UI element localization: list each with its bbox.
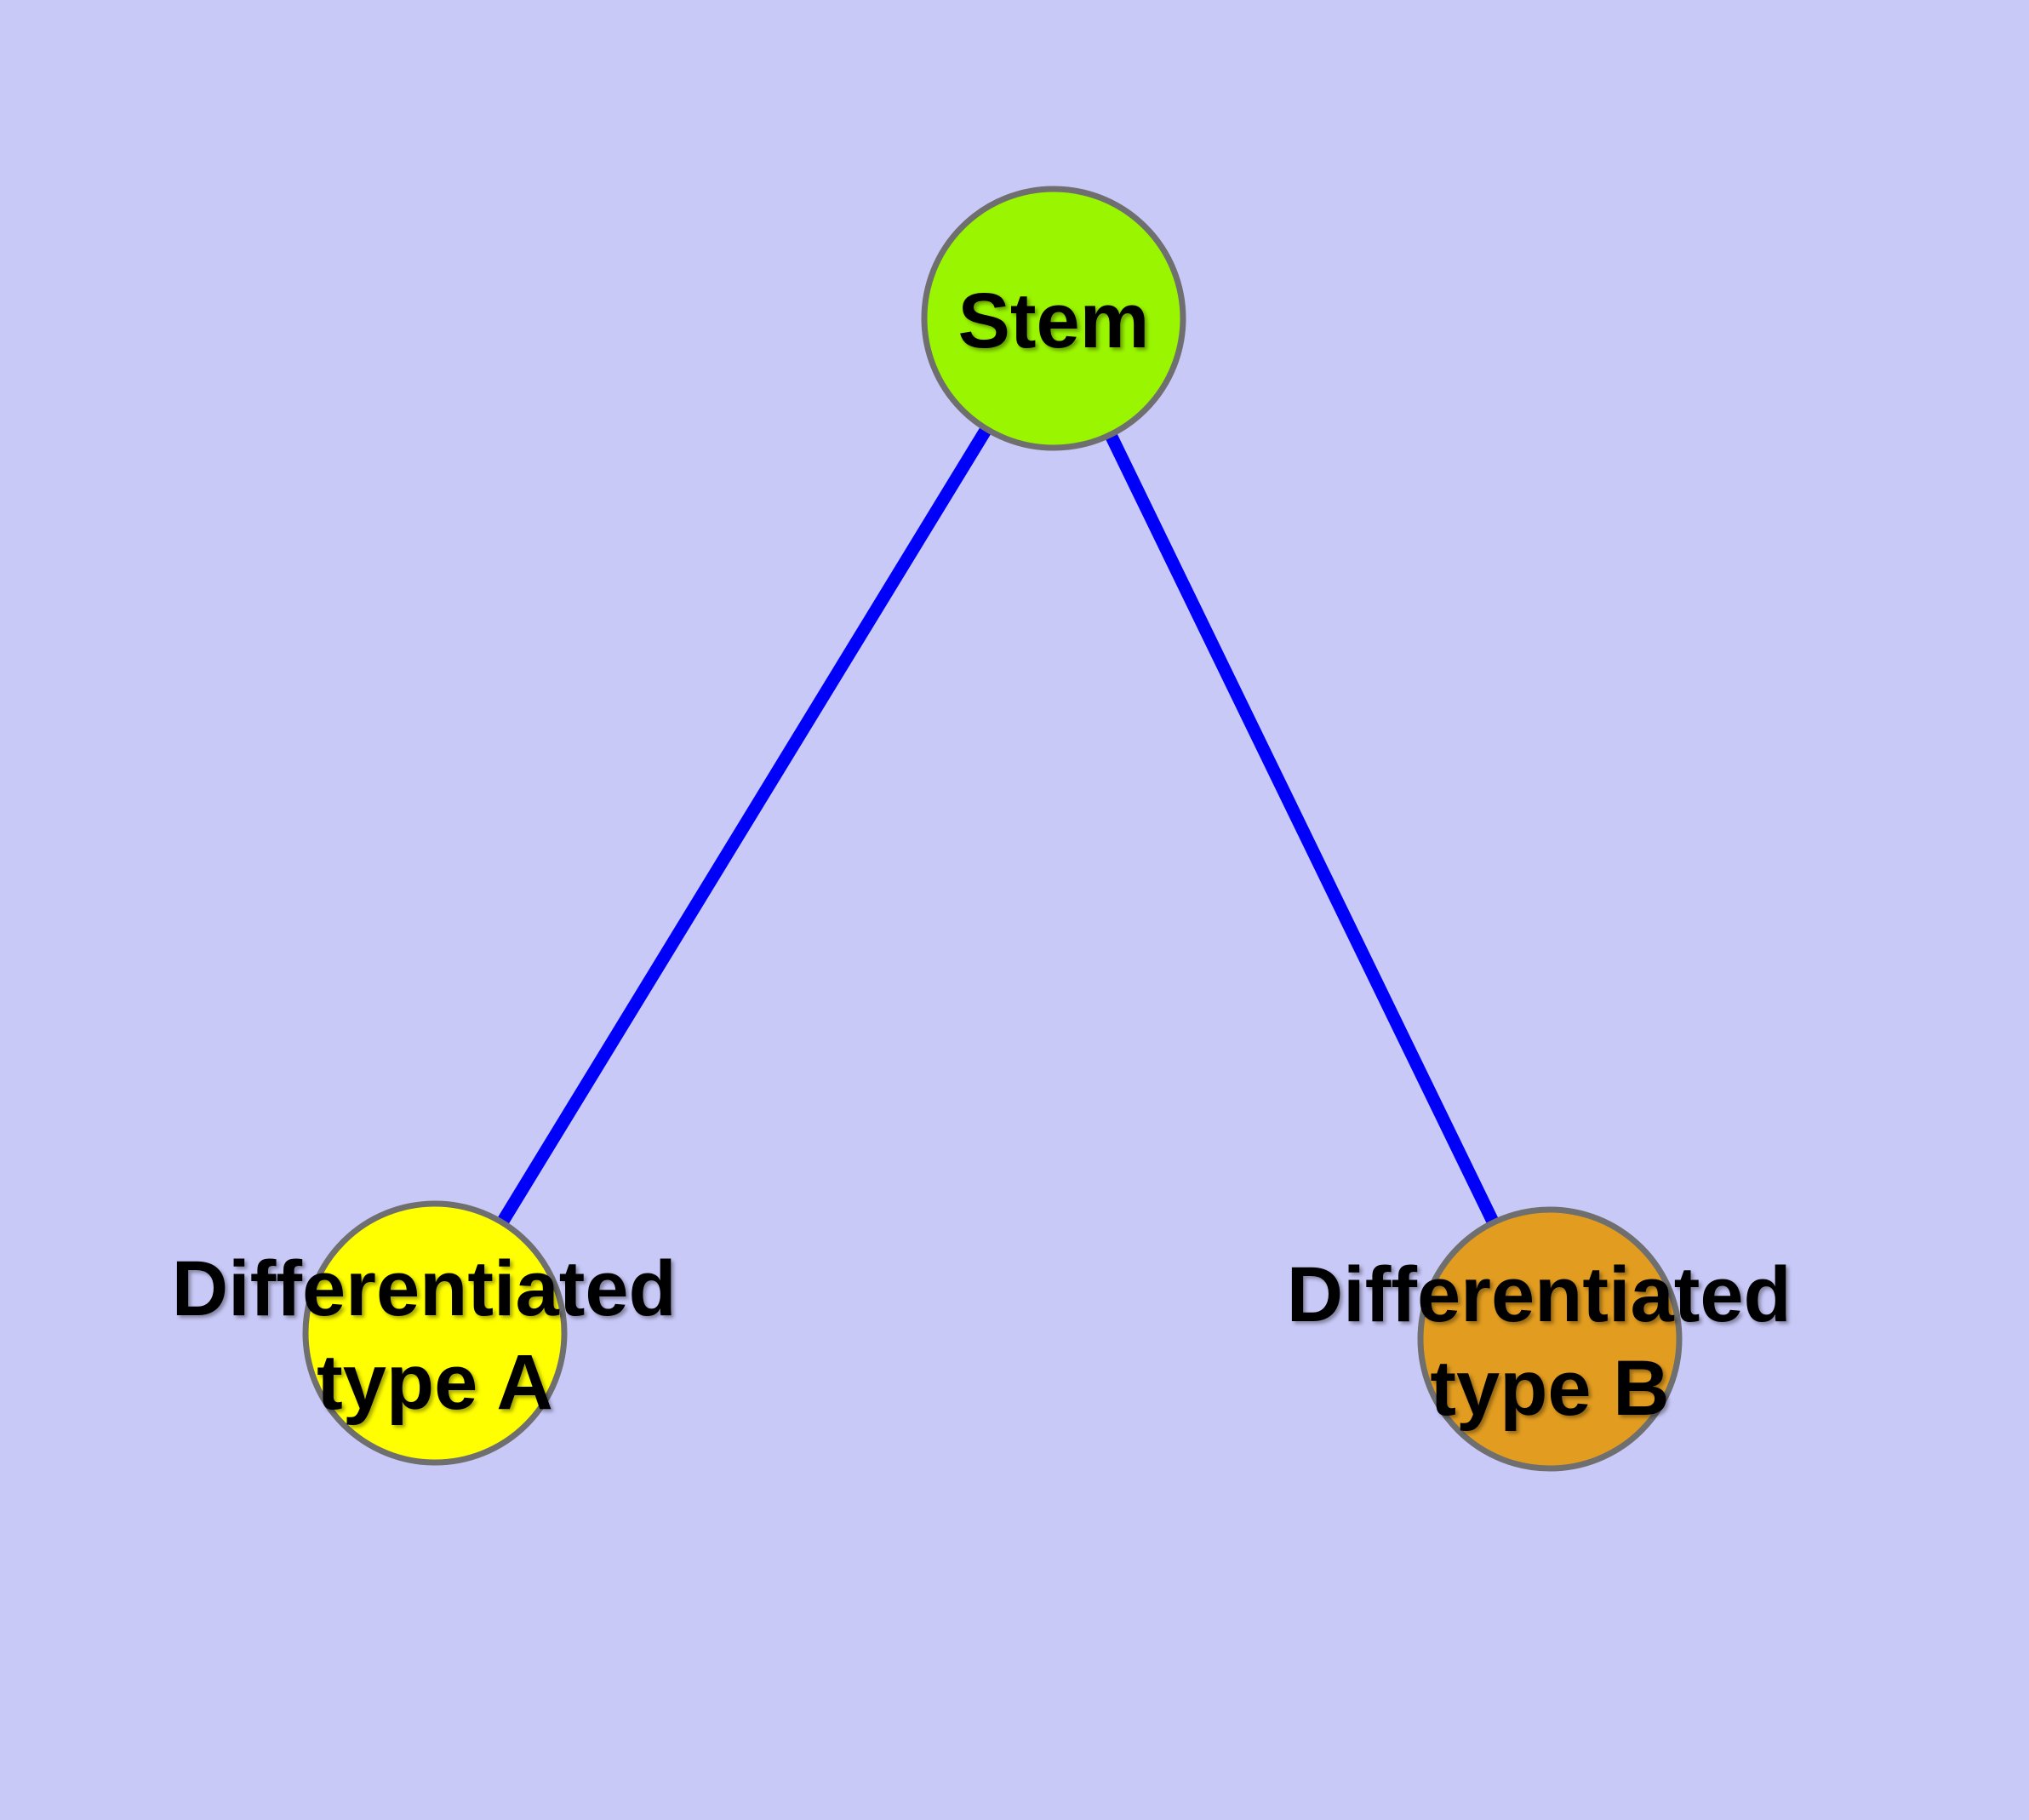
node-type-b-label-line2: type B (1430, 1345, 1669, 1432)
node-stem-circle (921, 186, 1186, 451)
node-type-a-label-line1: Differentiated (172, 1245, 677, 1332)
node-stem-label: Stem (958, 278, 1150, 364)
node-type-a-circle (302, 1200, 568, 1466)
node-type-b-label-line1: Differentiated (1287, 1251, 1792, 1338)
node-type-a-label: Differentiated type A (172, 1245, 699, 1426)
edge-stem-to-type-a (496, 426, 992, 1226)
node-type-b-label: Differentiated type B (1287, 1251, 1814, 1432)
node-type-a-label-line2: type A (317, 1339, 553, 1426)
edge-stem-to-type-b (1105, 432, 1500, 1227)
node-type-b-circle (1417, 1206, 1683, 1472)
